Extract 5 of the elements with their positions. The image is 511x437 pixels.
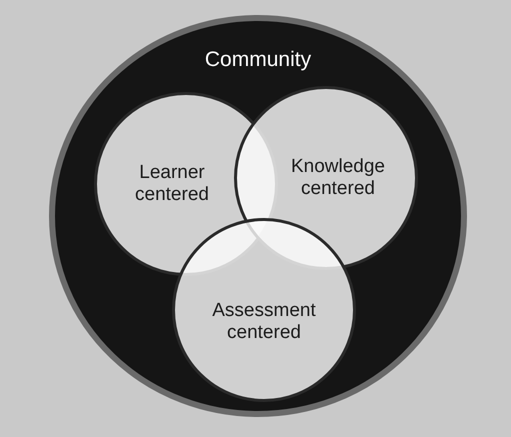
circle-label: Knowledge centered [290, 156, 386, 200]
circle-label: Learner centered [134, 162, 210, 206]
community-ellipse [48, 14, 468, 418]
group-title: Community [204, 48, 312, 72]
circle-label: Assessment centered [211, 300, 317, 344]
